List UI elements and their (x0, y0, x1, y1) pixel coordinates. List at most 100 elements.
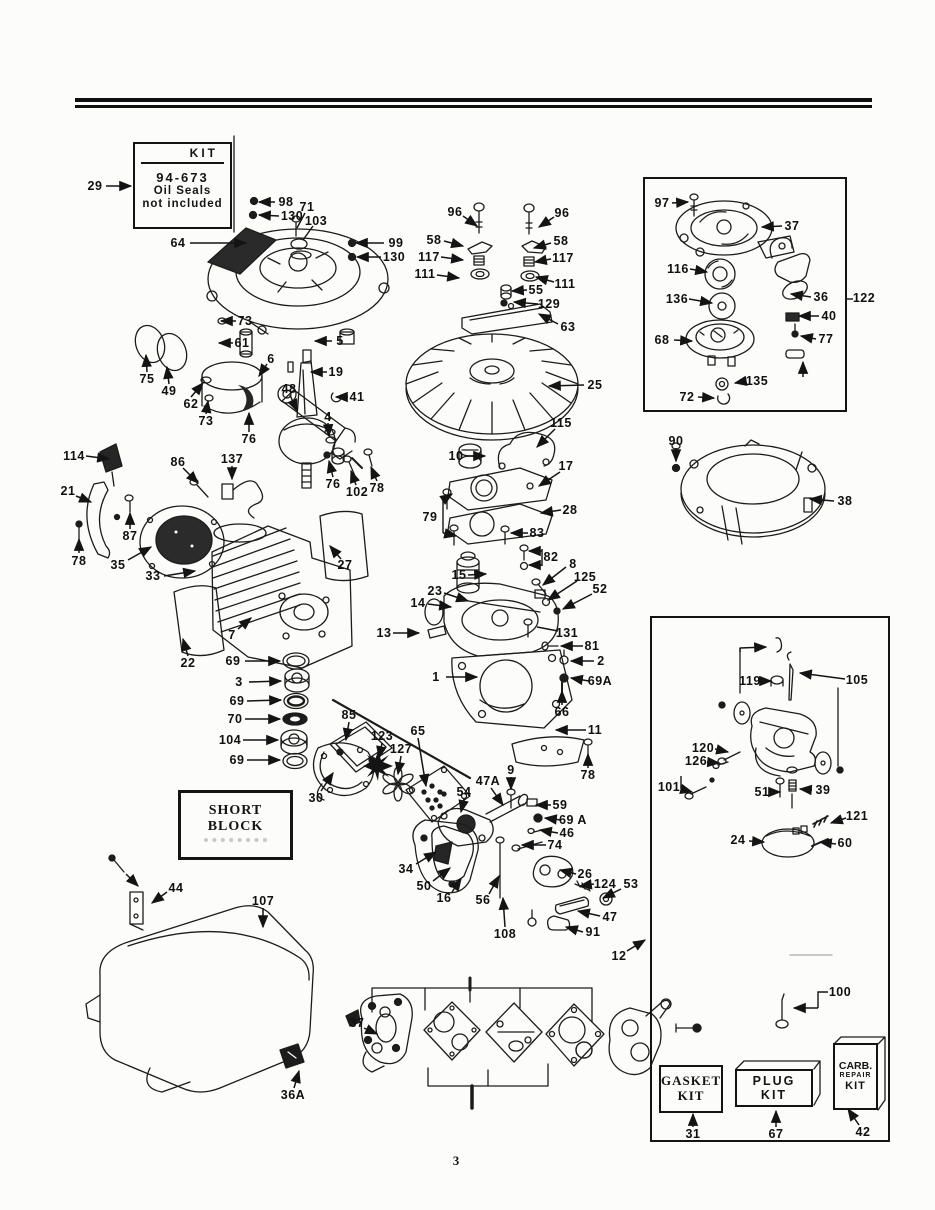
part-callout-69A: 69 A (559, 813, 587, 827)
part-callout-14: 14 (410, 596, 426, 610)
part-callout-19: 19 (328, 365, 344, 379)
part-callout-6: 6 (267, 352, 275, 366)
part-callout-23: 23 (427, 584, 443, 598)
part-callout-36A: 36A (280, 1088, 306, 1102)
part-callout-49: 49 (161, 384, 177, 398)
part-callout-54: 54 (456, 785, 472, 799)
part-callout-58: 58 (426, 233, 442, 247)
part-callout-135: 135 (745, 374, 769, 388)
part-callout-98: 98 (278, 195, 294, 209)
part-callout-116: 116 (667, 262, 689, 276)
part-callout-130: 130 (382, 250, 406, 264)
part-callout-24: 24 (730, 833, 746, 847)
short-block-faded-number (203, 838, 268, 842)
kit-box-note-line2: not included (142, 198, 223, 210)
part-callout-37: 37 (349, 1016, 365, 1030)
part-callout-53: 53 (623, 877, 639, 891)
part-callout-38: 38 (837, 494, 853, 508)
part-callout-86: 86 (170, 455, 186, 469)
part-callout-3: 3 (235, 675, 243, 689)
part-callout-76: 76 (325, 477, 341, 491)
flywheel-bolt-parts-art (461, 202, 553, 335)
reed-plate-stack-art (312, 698, 472, 823)
part-callout-35: 35 (110, 558, 126, 572)
header-rule-top (75, 98, 872, 102)
part-callout-28: 28 (562, 503, 578, 517)
part-callout-90: 90 (668, 434, 684, 448)
part-callout-69: 69 (225, 654, 241, 668)
flywheel-mount-parts-art (442, 431, 556, 546)
part-callout-115: 115 (550, 416, 572, 430)
plug-kit-line1: PLUG (752, 1073, 796, 1088)
part-callout-73: 73 (198, 414, 214, 428)
kit-box-part-number: 94-673 (156, 170, 209, 185)
part-callout-121: 121 (845, 809, 869, 823)
part-callout-97: 97 (654, 196, 670, 210)
part-callout-120: 120 (691, 741, 715, 755)
part-callout-56: 56 (475, 893, 491, 907)
part-callout-91: 91 (585, 925, 601, 939)
carburetor-inset-box (650, 616, 890, 1142)
part-callout-29: 29 (87, 179, 103, 193)
part-callout-61: 61 (234, 336, 250, 350)
part-callout-111: 111 (414, 267, 436, 281)
page-number: 3 (452, 1153, 460, 1168)
part-callout-62: 62 (183, 397, 199, 411)
part-callout-25: 25 (587, 378, 603, 392)
part-callout-40: 40 (821, 309, 837, 323)
carburetor-kit-parts-art (684, 637, 844, 1029)
part-callout-30: 30 (308, 791, 324, 805)
part-callout-69A: 69A (587, 674, 613, 688)
engine-cover-art (85, 854, 314, 1093)
part-callout-47: 47 (602, 910, 618, 924)
kit-box-title: KIT (189, 146, 218, 160)
part-callout-17: 17 (558, 459, 574, 473)
part-callout-136: 136 (665, 292, 689, 306)
part-callout-34: 34 (398, 862, 414, 876)
part-callout-7: 7 (228, 628, 236, 642)
part-callout-101: 101 (657, 780, 681, 794)
box-edges-art (233, 135, 886, 1111)
part-callout-81: 81 (584, 639, 600, 653)
part-callout-33: 33 (145, 569, 161, 583)
part-callout-15: 15 (451, 568, 467, 582)
part-callout-22: 22 (180, 656, 196, 670)
part-callout-1: 1 (432, 670, 440, 684)
part-callout-104: 104 (218, 733, 242, 747)
part-callout-52: 52 (592, 582, 608, 596)
part-callout-108: 108 (493, 927, 517, 941)
part-callout-77: 77 (818, 332, 834, 346)
part-callout-124: 124 (593, 877, 617, 891)
part-callout-26: 26 (577, 867, 593, 881)
part-callout-37: 37 (784, 219, 800, 233)
carb-kit-line3: KIT (845, 1080, 866, 1093)
short-block-title: SHORT BLOCK (207, 803, 264, 834)
carb-repair-kit-box: CARB. REPAIR KIT (833, 1043, 878, 1110)
part-callout-96: 96 (447, 205, 463, 219)
part-callout-66: 66 (554, 705, 570, 719)
part-callout-4: 4 (324, 410, 332, 424)
gasket-kit-box: GASKET KIT (659, 1065, 723, 1113)
part-callout-12: 12 (611, 949, 627, 963)
carb-kit-line2: REPAIR (839, 1072, 872, 1080)
part-callout-31: 31 (685, 1127, 701, 1141)
part-callout-137: 137 (220, 452, 244, 466)
part-callout-42: 42 (855, 1125, 871, 1139)
part-callout-11: 11 (587, 723, 603, 737)
part-callout-117: 117 (418, 250, 440, 264)
part-callout-64: 64 (170, 236, 186, 250)
piston-crankshaft-art (134, 317, 363, 489)
part-callout-96: 96 (554, 206, 570, 220)
oil-seal-kit-box: KIT 94-673 Oil Seals not included (133, 142, 232, 229)
part-callout-127: 127 (389, 742, 413, 756)
plug-kit-box: PLUG KIT (735, 1069, 813, 1107)
part-callout-100: 100 (828, 985, 852, 999)
recoil-starter-inset-box (643, 177, 847, 412)
part-callout-102: 102 (345, 485, 369, 499)
part-callout-78: 78 (580, 768, 596, 782)
part-callout-9: 9 (507, 763, 515, 777)
part-callout-87: 87 (122, 529, 138, 543)
header-rule-bottom (75, 105, 872, 108)
